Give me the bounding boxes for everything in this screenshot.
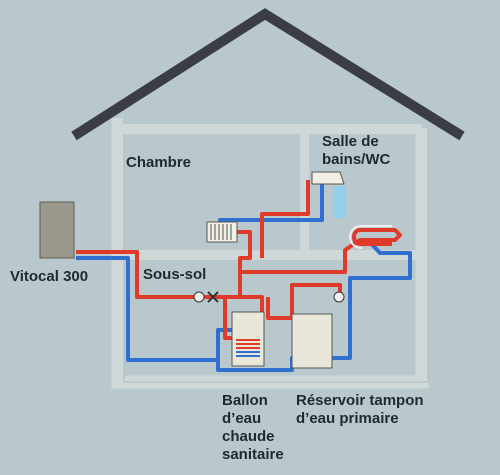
hot-pipes xyxy=(76,180,402,340)
circulation-pump-2 xyxy=(333,291,345,303)
radiator xyxy=(206,221,238,243)
label-chambre: Chambre xyxy=(126,154,192,171)
hot-dhw-coil-feed xyxy=(240,295,264,318)
label-reservoir-tampon: Réservoir tampon d’eau primaire xyxy=(296,392,424,427)
roof xyxy=(71,8,465,141)
hot-flow-pipe xyxy=(76,250,195,299)
hot-dhw-loop xyxy=(223,297,232,340)
hot-tank-pipe xyxy=(266,283,342,320)
underfloor-heating-coil xyxy=(349,225,392,249)
circulation-pump-1 xyxy=(193,291,205,303)
hot-radiator-pipe xyxy=(235,230,252,272)
label-sous-sol: Sous-sol xyxy=(143,266,207,283)
mixing-valve xyxy=(207,291,219,303)
label-ballon-eau-chaude: Ballon d’eau chaude sanitaire xyxy=(222,392,284,463)
label-salle-de-bains: Salle de bains/WC xyxy=(322,133,391,168)
label-vitocal-300: Vitocal 300 xyxy=(10,268,89,285)
buffer-tank xyxy=(291,313,333,369)
heat-pump-unit xyxy=(39,201,75,259)
shower xyxy=(311,171,346,218)
cold-dhw-pipe xyxy=(216,328,232,360)
floor-slab xyxy=(118,250,422,260)
cold-tank-return-pipe xyxy=(348,238,412,302)
interior-wall xyxy=(300,134,309,250)
hot-water-cylinder xyxy=(231,311,265,367)
hot-bathroom-pipe xyxy=(260,180,310,258)
ceiling-beam xyxy=(118,124,422,134)
